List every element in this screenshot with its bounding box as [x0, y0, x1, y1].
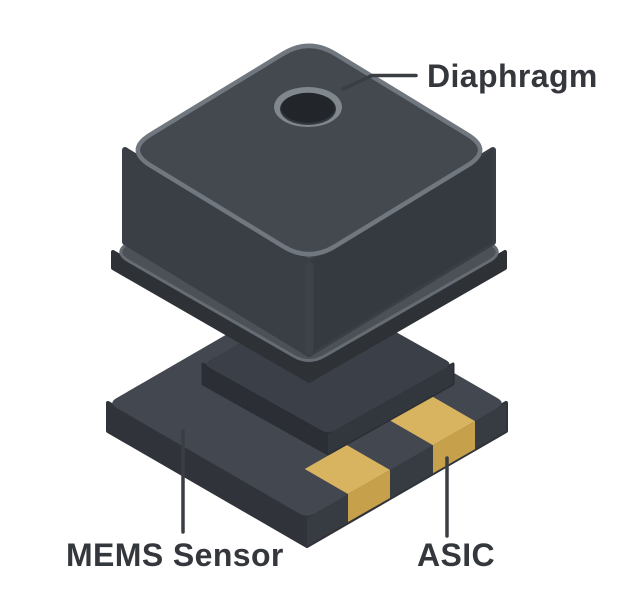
mems-sensor-label: MEMS Sensor [66, 537, 284, 573]
lid-flange-side [111, 250, 507, 383]
gold-pad-1-side [348, 470, 390, 522]
gold-pad-1 [304, 445, 390, 522]
lid-top-face [135, 43, 483, 257]
gold-pad-2-side [433, 421, 475, 474]
mems-die-side-right [328, 364, 453, 454]
vent-hole-cavity [281, 92, 335, 123]
asic-label: ASIC [417, 537, 495, 573]
diaphragm-label: Diaphragm [427, 58, 598, 94]
sensor-lid [111, 43, 507, 383]
vent-hole [274, 87, 342, 127]
lid-side-right [309, 150, 493, 354]
diaphragm-leader-line [341, 73, 418, 91]
gold-pad-1-top [304, 445, 390, 494]
